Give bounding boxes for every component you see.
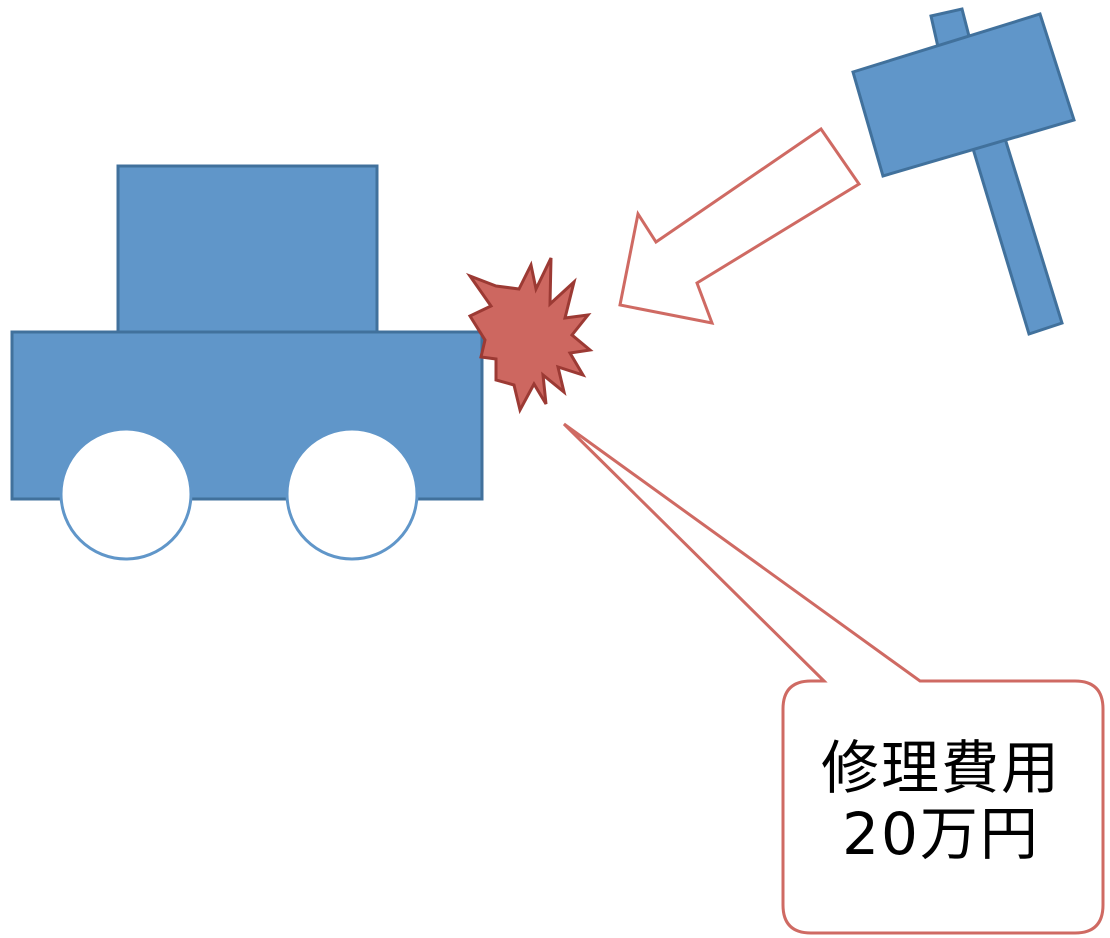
impact-starburst (465, 257, 594, 415)
car-wheel-rear (285, 427, 419, 561)
hammer (851, 7, 1076, 336)
callout-line-1: 修理費用 (820, 734, 1061, 802)
callout-line-2: 20万円 (842, 800, 1040, 868)
car-wheel-front (59, 427, 193, 561)
car (10, 164, 484, 561)
hammer-handle (969, 130, 1064, 336)
callout-bubble (562, 422, 1105, 935)
hollow-arrow (618, 126, 862, 325)
hammer-head (851, 12, 1076, 178)
callout-text: 修理費用 20万円 (781, 735, 1101, 867)
car-cabin (116, 164, 379, 338)
